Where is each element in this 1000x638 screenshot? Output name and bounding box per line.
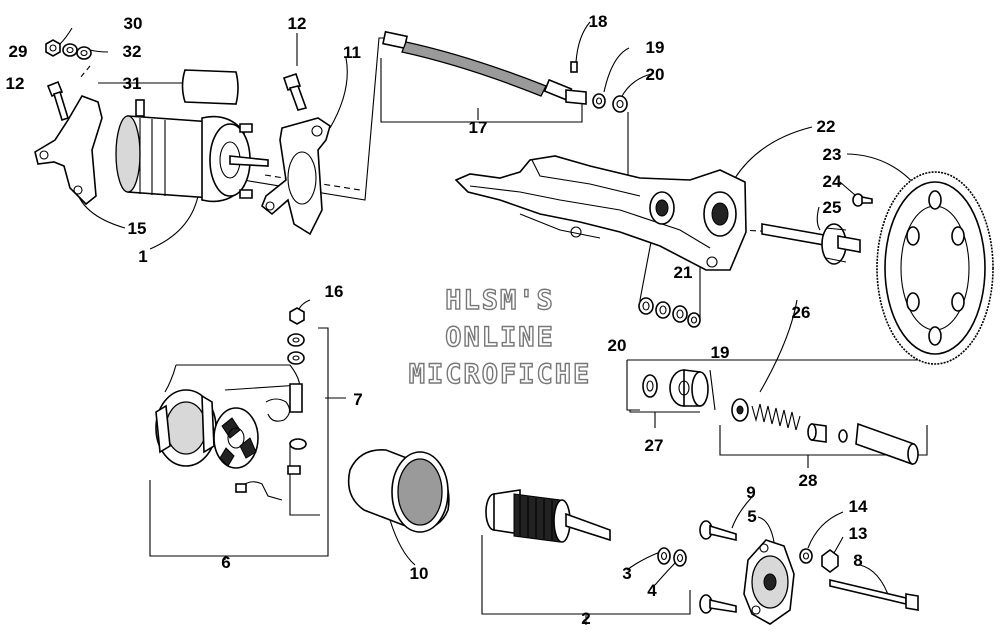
brush-plate-6 (213, 407, 259, 469)
watermark: HLSM'S ONLINE MICROFICHE (408, 284, 592, 390)
cup-28 (807, 423, 827, 443)
watermark-line-3: MICROFICHE (409, 359, 592, 390)
callout-2: 2 (581, 609, 590, 628)
brush-holder-6 (155, 389, 217, 467)
nut-13 (821, 549, 839, 573)
washer-19-top (592, 93, 606, 109)
washer-14 (799, 548, 813, 564)
callout-3: 3 (622, 564, 631, 583)
callout-15: 15 (128, 219, 147, 238)
callout-27: 27 (645, 436, 664, 455)
washer-21-b (672, 305, 688, 323)
screw-9-lower (699, 594, 737, 614)
washer-27 (642, 374, 658, 398)
collar-28 (731, 398, 749, 422)
bolt-12-top (282, 72, 308, 111)
callout-30: 30 (124, 14, 143, 33)
bracket-15 (34, 95, 103, 206)
nut-16 (289, 307, 305, 325)
callout-7: 7 (353, 390, 362, 409)
washer-7a (287, 333, 305, 347)
washer-30 (62, 43, 78, 57)
spring-28 (751, 403, 801, 431)
watermark-line-1: HLSM'S (445, 285, 555, 316)
fitting-18-body (565, 89, 587, 105)
terminal-7 (265, 383, 307, 450)
bolt-12-left (46, 80, 69, 122)
callout-13: 13 (849, 524, 868, 543)
callout-8: 8 (853, 551, 862, 570)
callout-18: 18 (589, 12, 608, 31)
watermark-line-2: ONLINE (445, 322, 555, 353)
washer-19-bottom (687, 312, 701, 328)
washer-3 (657, 547, 671, 565)
thru-bolt-8 (829, 578, 919, 611)
screw-24 (852, 193, 873, 207)
callout-20-top: 20 (646, 65, 665, 84)
callout-28: 28 (799, 471, 818, 490)
pinion-27 (669, 369, 709, 407)
callout-32: 32 (123, 42, 142, 61)
callout-24: 24 (823, 172, 842, 191)
callout-1: 1 (138, 247, 147, 266)
callout-29: 29 (9, 42, 28, 61)
armature-2 (485, 489, 611, 543)
washer-4 (673, 549, 687, 567)
callout-6: 6 (221, 553, 230, 572)
callout-14: 14 (849, 497, 868, 516)
housing-22 (454, 155, 747, 271)
starter-motor-1 (115, 99, 269, 203)
lockwasher-32 (76, 46, 92, 60)
callout-10: 10 (410, 564, 429, 583)
callout-5: 5 (747, 507, 756, 526)
screw-9-upper (699, 520, 737, 542)
washer-20-top (612, 95, 628, 113)
ring-gear-23 (876, 171, 994, 365)
brush-lead-6 (235, 481, 283, 501)
hose-17 (382, 30, 573, 102)
brush-spring-6 (287, 465, 301, 475)
callout-labels: 30 29 32 12 31 12 11 15 1 18 19 20 17 22… (6, 12, 868, 628)
callout-12-top: 12 (288, 14, 307, 33)
callout-22: 22 (817, 117, 836, 136)
callout-17: 17 (469, 118, 488, 137)
shaft-25 (761, 223, 861, 265)
fitting-18 (570, 61, 578, 73)
plate-11 (261, 117, 331, 236)
callout-11: 11 (343, 43, 361, 62)
callout-19-bottom: 19 (711, 343, 730, 362)
callout-12-left: 12 (6, 74, 25, 93)
callout-4: 4 (647, 581, 657, 600)
callout-9: 9 (746, 483, 755, 502)
callout-21: 21 (674, 263, 693, 282)
clip-28 (838, 429, 848, 443)
callout-20-bottom: 20 (608, 336, 627, 355)
washer-21-a (655, 301, 671, 319)
sleeve-28 (855, 422, 919, 466)
nut-29 (45, 39, 61, 57)
washer-20-bottom (638, 297, 654, 315)
decal-31 (181, 69, 239, 105)
yoke-frame-10 (347, 449, 450, 533)
callout-23: 23 (823, 145, 842, 164)
leader-lines (54, 21, 928, 625)
callout-31: 31 (123, 74, 142, 93)
callout-25: 25 (823, 198, 842, 217)
end-cover-5 (743, 539, 795, 625)
washer-7b (287, 351, 305, 365)
callout-19-top: 19 (646, 38, 665, 57)
callout-16: 16 (325, 282, 344, 301)
callout-26: 26 (792, 303, 811, 322)
